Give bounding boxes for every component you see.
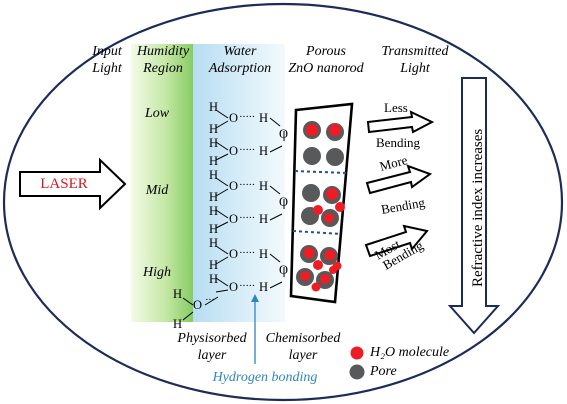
chemisorbed-label-line1: Chemisorbed xyxy=(265,331,341,346)
atom-h: H xyxy=(259,247,269,261)
physisorbed-label-line1: Physisorbed xyxy=(177,331,247,346)
bending-arrow-more xyxy=(365,164,433,195)
atom-h: H xyxy=(209,100,219,114)
h2o-molecule xyxy=(324,249,336,261)
humidity-mid: Mid xyxy=(145,183,169,198)
h2o-molecule xyxy=(303,247,315,259)
header-water-line2: Adsorption xyxy=(208,61,272,76)
atom-h: H xyxy=(259,212,269,226)
h2o-molecule xyxy=(329,124,341,136)
atom-o: O xyxy=(279,263,289,277)
chemisorbed-label-line2: layer xyxy=(288,348,318,363)
physisorbed-label-line2: layer xyxy=(197,348,227,363)
humidity-low: Low xyxy=(144,106,170,121)
h2o-molecule xyxy=(324,213,334,223)
atom-o: O xyxy=(279,195,289,209)
atom-o: O xyxy=(193,298,203,312)
water-adsorption-band xyxy=(193,44,285,322)
nanorod-divider-2 xyxy=(292,230,342,235)
atom-o: O xyxy=(229,212,239,226)
header-porous-line1: Porous xyxy=(306,44,346,59)
header-humidity-line2: Region xyxy=(143,61,183,76)
atom-h: H xyxy=(209,122,219,136)
h2o-molecule xyxy=(311,282,321,292)
pore xyxy=(302,184,320,202)
atom-h: H xyxy=(209,168,219,182)
atom-h: H xyxy=(209,154,219,168)
atom-h: H xyxy=(173,287,183,301)
hbond-dots: ····· xyxy=(239,111,255,123)
bending-arrow-most xyxy=(364,224,429,258)
hbond-dots: ····· xyxy=(239,280,255,292)
header-transmitted-line1: Transmitted xyxy=(381,44,449,59)
atom-h: H xyxy=(209,222,219,236)
bending-more-line1: More xyxy=(378,152,409,174)
hydrogen-bonding-label: Hydrogen bonding xyxy=(212,370,318,385)
hbond-dots: ····· xyxy=(239,247,255,259)
header-humidity-line1: Humidity xyxy=(136,44,190,59)
h2o-molecule xyxy=(335,202,345,212)
atom-h: H xyxy=(259,111,269,125)
h2o-molecule xyxy=(320,274,330,284)
nanorod-divider-1 xyxy=(294,170,347,174)
header-porous-line2: ZnO nanorod xyxy=(288,61,364,76)
h2o-molecule xyxy=(306,124,318,136)
refractive-index-arrow xyxy=(447,77,501,335)
bending-more-line2: Bending xyxy=(380,194,426,217)
atom-h: H xyxy=(209,272,219,286)
nanorod-section-low xyxy=(303,121,344,166)
atom-o: O xyxy=(229,179,239,193)
water-bonds xyxy=(182,109,285,321)
hydrogen-bonding-pointer-head xyxy=(251,294,259,302)
laser-arrow xyxy=(19,157,127,211)
h2o-molecule xyxy=(313,205,323,215)
atom-h: H xyxy=(209,236,219,250)
hbond-dots: ····· xyxy=(239,144,255,156)
laser-label: LASER xyxy=(40,176,88,192)
atom-h: H xyxy=(259,144,269,158)
humidity-region-band xyxy=(131,44,193,322)
legend-h2o-dot xyxy=(350,346,364,360)
atom-h: H xyxy=(209,258,219,272)
atom-o: O xyxy=(279,127,289,141)
atom-o: O xyxy=(229,247,239,261)
hbond-dots: ····· xyxy=(239,179,255,191)
h2o-molecule xyxy=(300,271,310,281)
legend-pore-label: Pore xyxy=(370,364,397,379)
atom-o: O xyxy=(229,144,239,158)
pore xyxy=(303,147,321,165)
hbond-dots: ··· xyxy=(205,294,215,306)
legend-pore-dot xyxy=(349,364,365,380)
hbond-dots: ····· xyxy=(239,212,255,224)
bending-less-line1: Less xyxy=(384,100,408,115)
h2o-molecule xyxy=(329,266,337,274)
legend-h2o-label: H₂O molecule xyxy=(370,345,450,360)
atom-o: O xyxy=(229,280,239,294)
header-water-line1: Water xyxy=(223,44,257,59)
atom-h: H xyxy=(259,179,269,193)
refractive-index-label: Refractive index increases xyxy=(470,129,486,287)
header-input-light-line2: Light xyxy=(92,61,122,76)
bending-arrow-less xyxy=(366,110,435,134)
header-transmitted-line2: Light xyxy=(400,61,430,76)
atom-o: O xyxy=(229,111,239,125)
atom-h: H xyxy=(173,317,183,331)
atom-h: H xyxy=(209,204,219,218)
atom-h: H xyxy=(209,190,219,204)
humidity-high: High xyxy=(143,265,171,280)
atom-h: H xyxy=(209,136,219,150)
header-input-light-line1: Input xyxy=(92,44,122,59)
nanorod-section-high xyxy=(296,245,342,292)
nanorod-section-mid xyxy=(301,184,345,227)
h2o-molecule xyxy=(326,188,338,200)
atom-h: H xyxy=(259,280,269,294)
h2o-molecule xyxy=(313,260,323,270)
bending-less-line2: Bending xyxy=(376,135,421,150)
pore xyxy=(326,148,344,166)
